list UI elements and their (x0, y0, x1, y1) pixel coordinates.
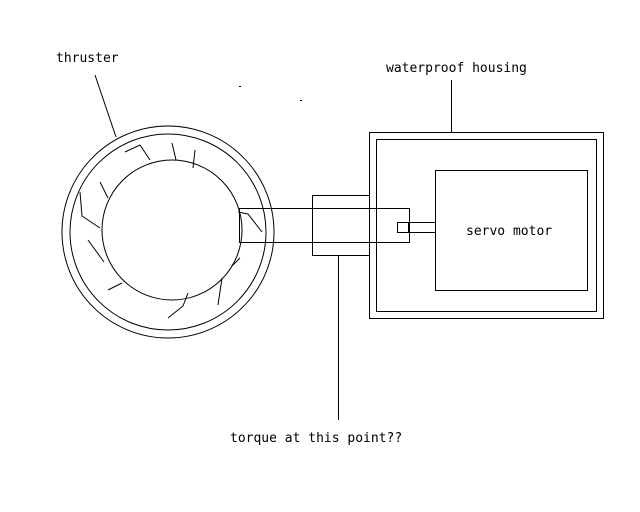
drive-shaft (239, 195, 436, 256)
blade (107, 282, 123, 291)
stray-speck (300, 100, 302, 101)
shaft-body (239, 208, 410, 243)
blade (231, 257, 241, 267)
thruster-blades (79, 142, 263, 319)
torque-question-label: torque at this point?? (230, 431, 402, 446)
stray-speck (239, 86, 241, 87)
thruster-outer-ring (61, 125, 275, 339)
servo-motor-label: servo motor (466, 224, 552, 239)
shaft-coupling (312, 195, 370, 256)
thruster (61, 125, 275, 339)
blade (237, 211, 263, 233)
housing-inner (376, 139, 597, 312)
blade (171, 142, 177, 161)
thruster-hub (101, 159, 243, 301)
thruster-label: thruster (56, 51, 119, 66)
blade (192, 149, 196, 169)
housing-label: waterproof housing (386, 61, 527, 76)
blade (124, 144, 151, 161)
blade (99, 181, 109, 199)
housing-outer (369, 132, 604, 319)
motor-shaft (397, 222, 436, 233)
blade (79, 191, 101, 229)
servo-motor-box (435, 170, 588, 291)
thruster-leader-line (94, 74, 117, 138)
blade (87, 239, 105, 263)
blade (167, 292, 189, 319)
thruster-inner-ring (69, 133, 267, 331)
waterproof-housing (369, 132, 604, 319)
blade (217, 277, 223, 306)
